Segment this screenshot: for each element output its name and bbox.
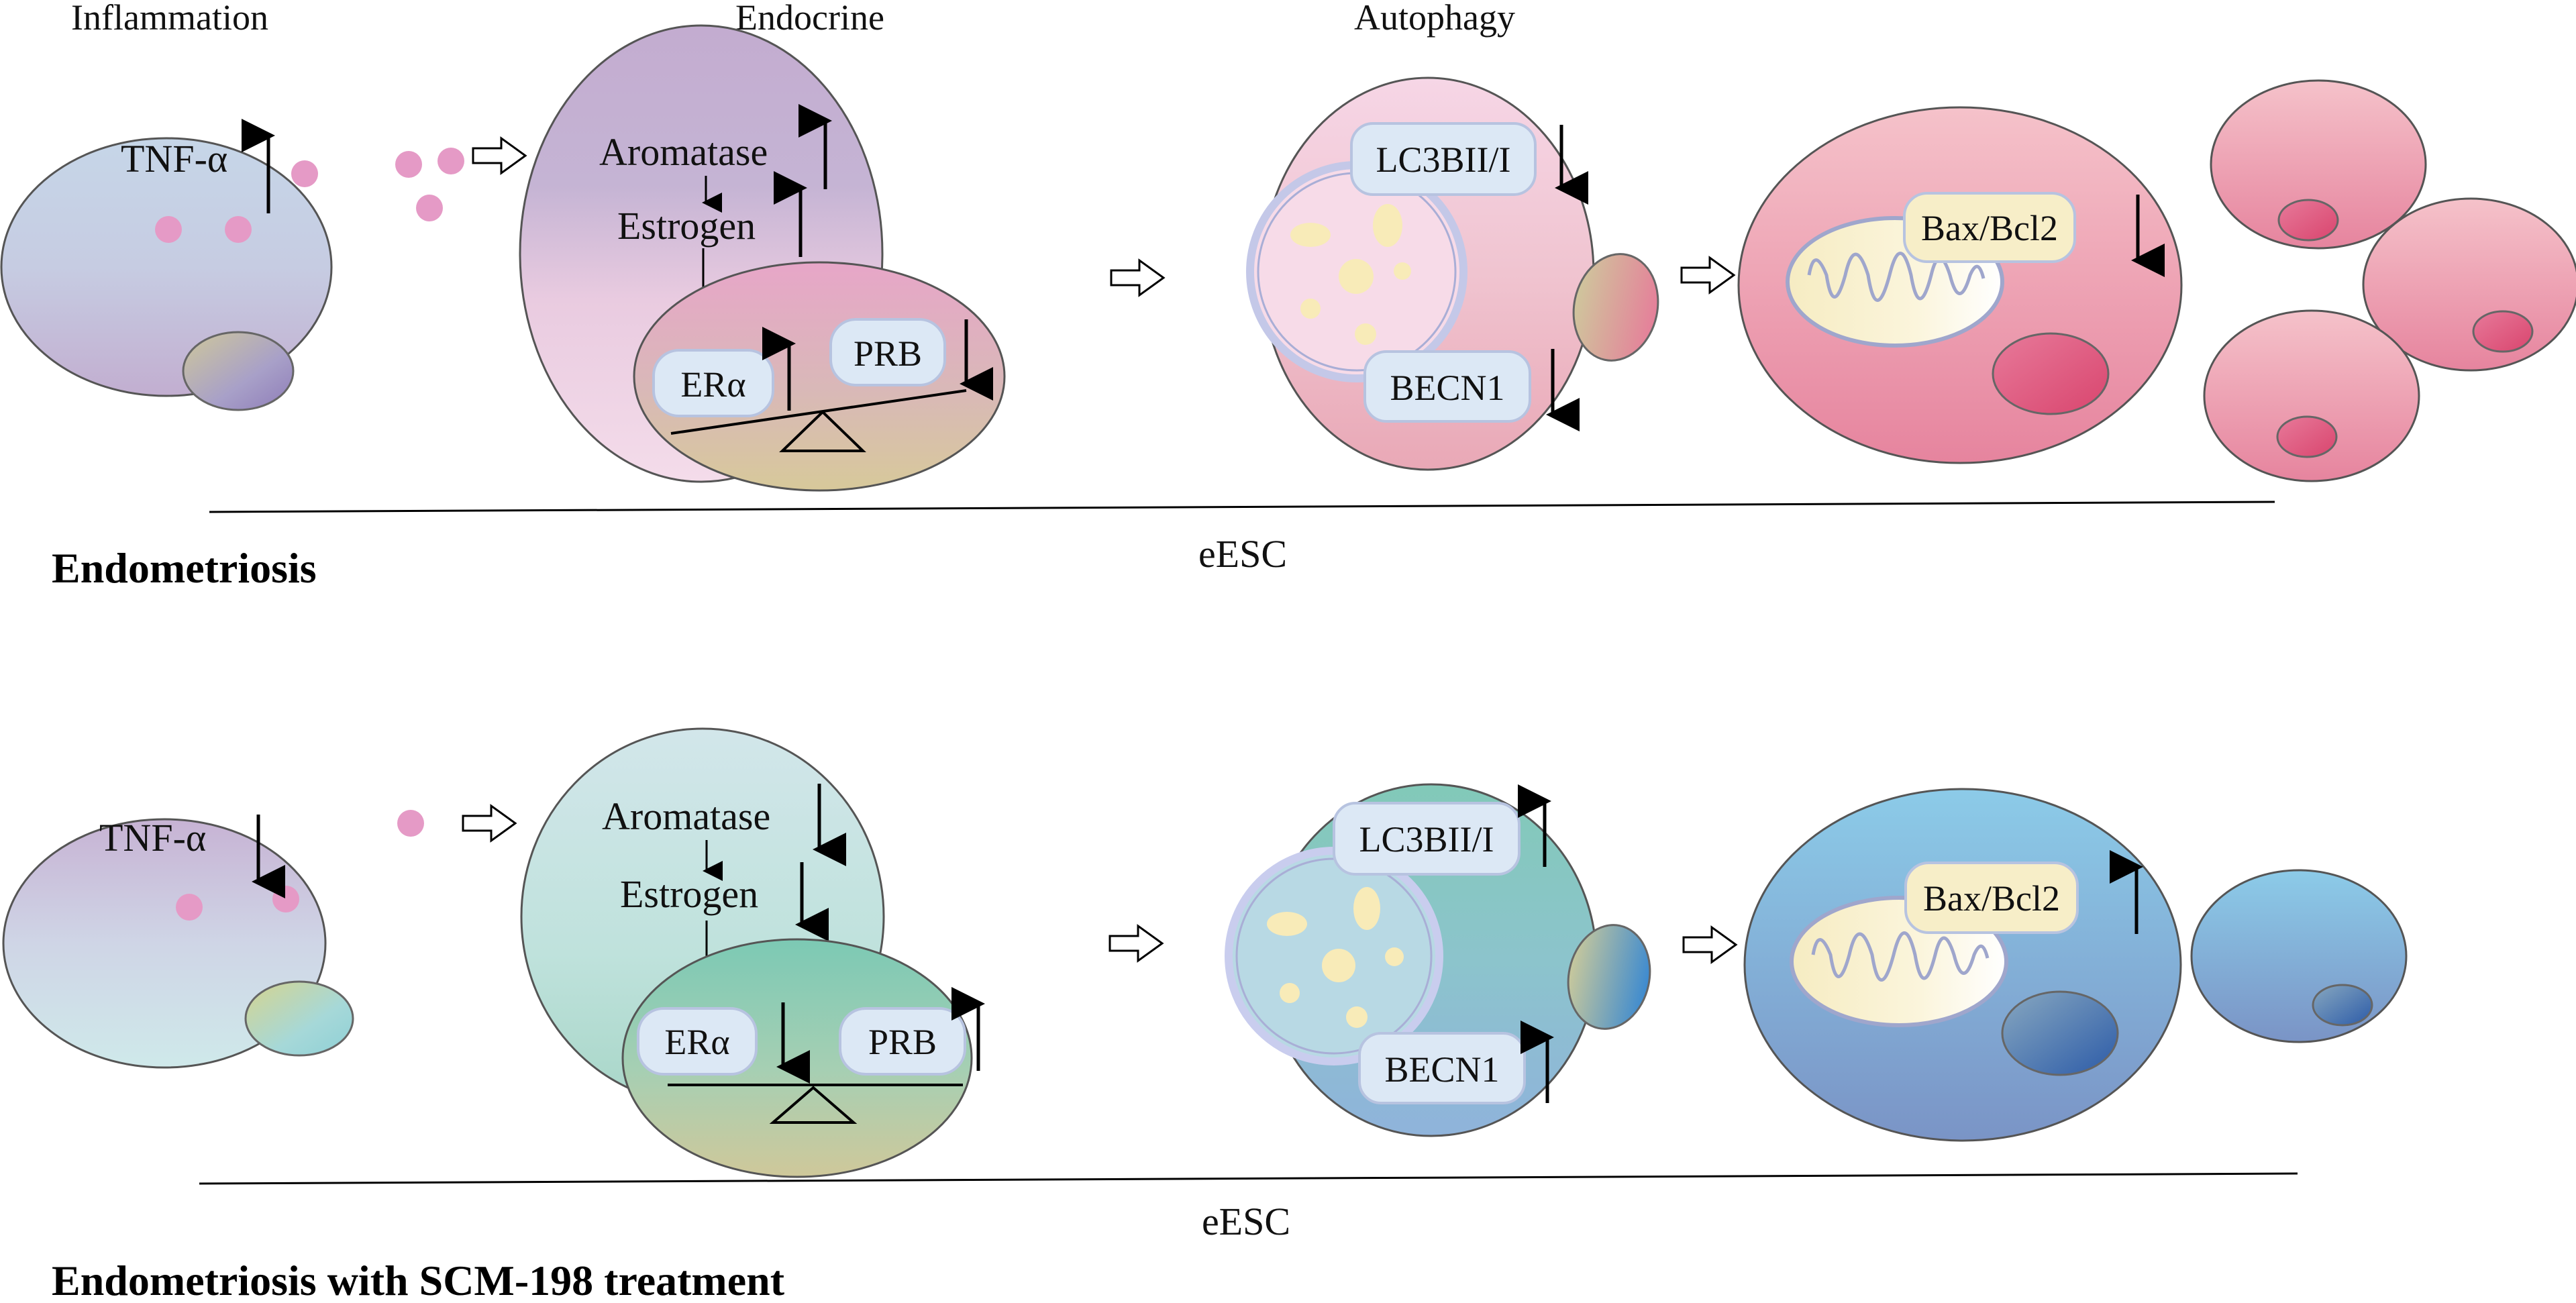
apoptotic-body xyxy=(2210,79,2427,250)
flow-arrow xyxy=(1680,256,1735,294)
top-prb-label: PRB xyxy=(854,333,922,374)
balance-fulcrum xyxy=(769,1086,858,1124)
bottom-becn1-box: BECN1 xyxy=(1358,1032,1526,1104)
top-row: TNF-α Aromatase Estrogen ERα xyxy=(0,24,2576,592)
apoptotic-body xyxy=(2190,869,2408,1043)
bottom-prb-label: PRB xyxy=(868,1022,937,1062)
top-autophagy-nucleus xyxy=(1572,253,1659,362)
bottom-title: Endometriosis with SCM-198 treatment xyxy=(52,1257,785,1303)
flow-arrow xyxy=(1109,925,1164,962)
bottom-lc3-box: LC3BII/I xyxy=(1333,802,1521,876)
bottom-estrogen-label: Estrogen xyxy=(620,872,758,916)
bottom-becn1-label: BECN1 xyxy=(1384,1049,1499,1090)
bottom-divider-line xyxy=(199,1172,2298,1185)
apoptotic-body xyxy=(2362,197,2576,372)
balance-fulcrum xyxy=(779,410,866,452)
cytokine-dot xyxy=(225,216,252,243)
top-endocrine-cell: Aromatase Estrogen ERα PRB xyxy=(519,24,1006,492)
top-tnf-label: TNF-α xyxy=(121,137,227,180)
bottom-prb-box: PRB xyxy=(839,1007,966,1076)
top-becn1-box: BECN1 xyxy=(1363,350,1531,423)
bottom-er-box: ERα xyxy=(637,1007,758,1076)
bottom-tnf-label: TNF-α xyxy=(99,816,206,859)
bottom-autophagy-nucleus xyxy=(1567,924,1651,1030)
cytokine-dot xyxy=(437,148,464,174)
bottom-row: TNF-α Aromatase Estrogen ERα PRB xyxy=(2,727,2408,1303)
top-autophagy-cell: LC3BII/I BECN1 xyxy=(1246,76,1659,471)
cytokine-dot xyxy=(291,160,318,187)
apoptotic-body xyxy=(2203,309,2420,482)
top-lc3-box: LC3BII/I xyxy=(1350,122,1537,196)
flow-arrow xyxy=(1682,926,1737,963)
top-bax-box: Bax/Bcl2 xyxy=(1903,192,2076,263)
header-inflammation: Inflammation xyxy=(71,0,268,38)
top-er-box: ERα xyxy=(652,349,774,417)
header-endocrine: Endocrine xyxy=(735,0,884,38)
top-becn1-label: BECN1 xyxy=(1390,368,1504,408)
bottom-apoptosis-cell: Bax/Bcl2 xyxy=(1743,788,2182,1142)
bottom-autophagy-cell: LC3BII/I BECN1 xyxy=(1225,783,1651,1137)
bottom-endocrine-cell: Aromatase Estrogen ERα PRB xyxy=(520,727,985,1178)
flow-arrow xyxy=(472,137,527,174)
flow-arrow xyxy=(462,804,517,842)
top-inflammation-cell: TNF-α xyxy=(0,119,333,411)
cytokine-dot xyxy=(176,894,203,921)
bottom-lc3-label: LC3BII/I xyxy=(1359,819,1494,859)
flow-arrow xyxy=(1110,259,1165,297)
balance-beam xyxy=(670,389,967,435)
bottom-er-label: ERα xyxy=(664,1022,729,1062)
cytokine-dot xyxy=(395,151,422,178)
top-inflammation-nucleus xyxy=(182,331,295,411)
bottom-bax-label: Bax/Bcl2 xyxy=(1923,878,2060,919)
top-bax-label: Bax/Bcl2 xyxy=(1921,208,2058,248)
top-estrogen-label: Estrogen xyxy=(617,204,756,248)
header-autophagy: Autophagy xyxy=(1354,0,1515,38)
top-er-label: ERα xyxy=(680,364,745,405)
top-apoptosis-cell: Bax/Bcl2 xyxy=(1737,106,2183,464)
bottom-apoptosis-nucleus xyxy=(2001,990,2119,1076)
cytokine-dot xyxy=(155,216,182,243)
top-apoptosis-nucleus xyxy=(1992,332,2110,415)
cytokine-dot xyxy=(416,195,443,221)
cytokine-dot xyxy=(272,886,299,913)
bottom-aromatase-label: Aromatase xyxy=(602,794,770,838)
bottom-inflammation-cell: TNF-α xyxy=(2,815,354,1069)
top-lc3-label: LC3BII/I xyxy=(1376,140,1511,180)
bottom-inflammation-nucleus xyxy=(244,980,354,1057)
top-aromatase-label: Aromatase xyxy=(599,130,768,174)
top-title: Endometriosis xyxy=(52,544,317,592)
cytokine-dot xyxy=(397,810,424,837)
bottom-eesc-label: eESC xyxy=(1202,1200,1290,1243)
top-prb-box: PRB xyxy=(829,318,946,386)
top-divider-line xyxy=(209,501,2275,513)
top-eesc-label: eESC xyxy=(1198,532,1287,576)
bottom-bax-box: Bax/Bcl2 xyxy=(1904,862,2079,934)
